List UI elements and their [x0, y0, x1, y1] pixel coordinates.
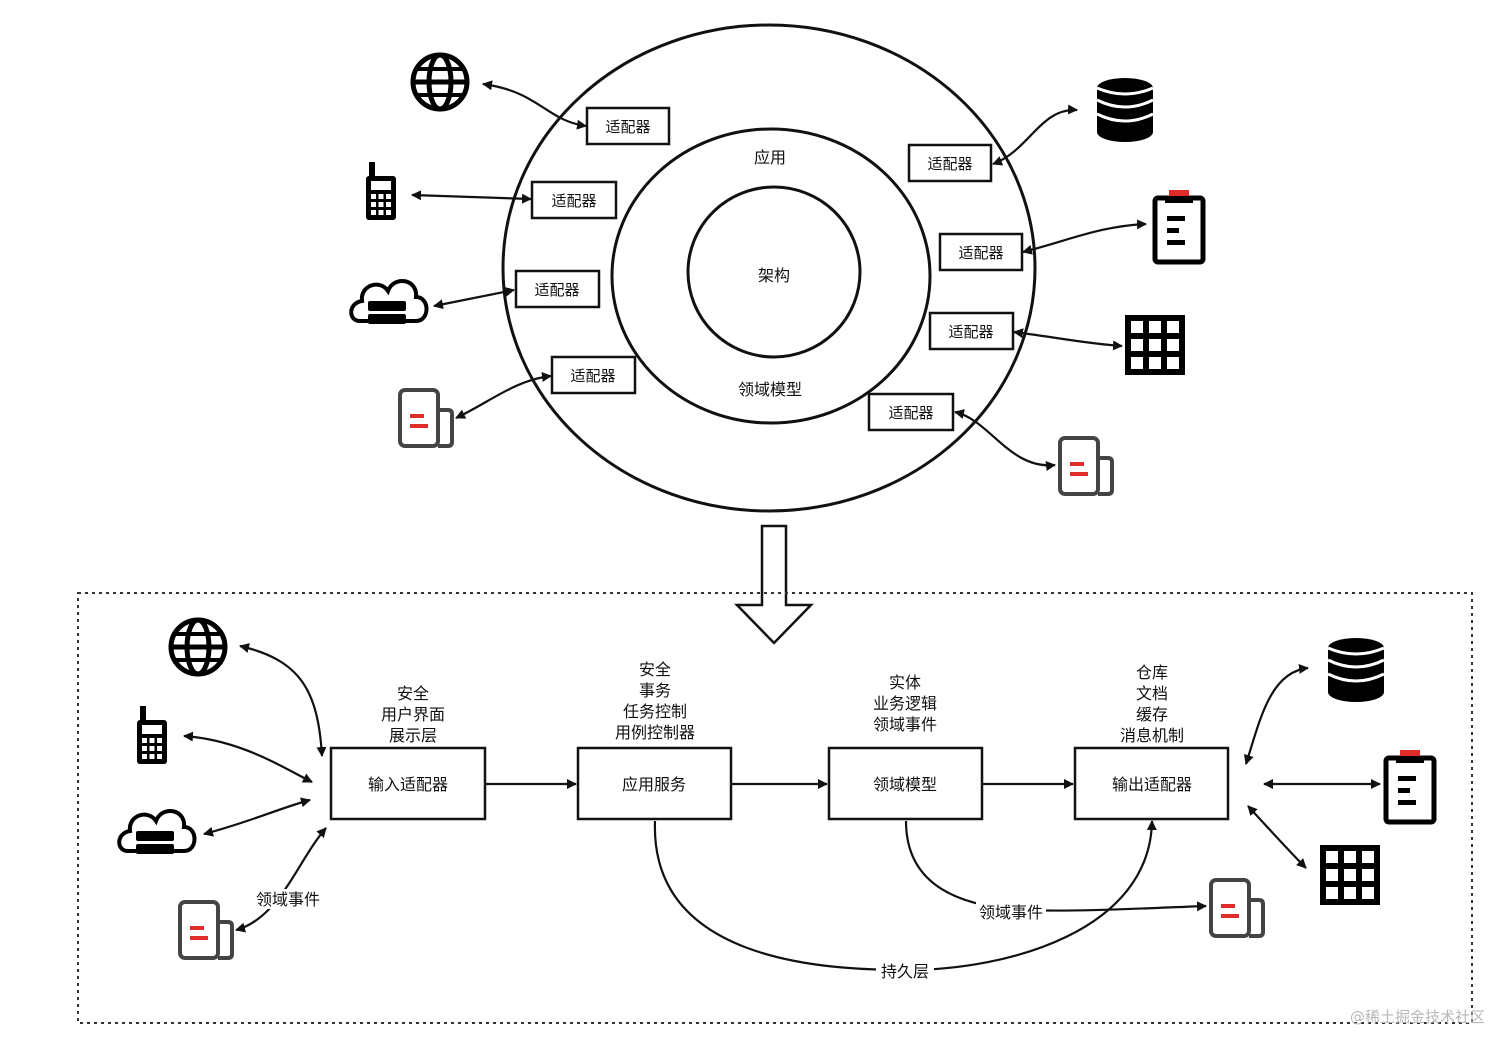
- adapter-label: 适配器: [958, 244, 1003, 262]
- adapter-box-left-1: 适配器: [585, 106, 671, 146]
- outer-adapter-ring: [501, 23, 1037, 513]
- svg-text:消息机制: 消息机制: [1120, 726, 1184, 745]
- stage-3-notes: 实体 业务逻辑 领域事件: [873, 673, 937, 734]
- svg-text:用户界面: 用户界面: [381, 705, 445, 724]
- clipboard-icon: [1155, 190, 1203, 262]
- svg-text:展示层: 展示层: [389, 726, 437, 745]
- adapter-label: 适配器: [534, 281, 579, 299]
- mobile-phone-icon: [137, 706, 167, 764]
- watermark: @稀土掘金技术社区: [1350, 1008, 1485, 1026]
- stage-4-notes: 仓库 文档 缓存 消息机制: [1120, 663, 1184, 745]
- transform-down-arrow: [734, 524, 814, 645]
- adapter-label: 适配器: [888, 404, 933, 422]
- grid-icon: [1320, 845, 1380, 905]
- top-connectors: [411, 80, 1147, 471]
- domain-model-label: 领域模型: [738, 380, 802, 399]
- input-connectors: [183, 643, 327, 933]
- output-adapter-box: 输出适配器: [1073, 746, 1230, 821]
- adapter-box-right-1: 适配器: [907, 143, 993, 183]
- svg-text:仓库: 仓库: [1136, 663, 1168, 682]
- globe-icon: [413, 55, 467, 109]
- svg-text:输入适配器: 输入适配器: [368, 775, 448, 794]
- cloud-server-icon: [117, 808, 197, 856]
- svg-text:输出适配器: 输出适配器: [1112, 775, 1192, 794]
- domain-core: [686, 185, 862, 359]
- onion-architecture: 应用 架构 领域模型 适配器 适配器 适配器 适配器 适配器 适配器: [349, 23, 1203, 513]
- svg-text:应用服务: 应用服务: [622, 775, 686, 794]
- middle-domain-event-label: 领域事件: [976, 902, 1046, 922]
- svg-text:任务控制: 任务控制: [623, 702, 687, 721]
- adapter-label: 适配器: [948, 323, 993, 341]
- message-device-icon: [398, 388, 454, 448]
- application-service-box: 应用服务: [576, 746, 733, 821]
- adapter-label: 适配器: [570, 367, 615, 385]
- application-ring: [610, 127, 932, 425]
- svg-text:持久层: 持久层: [881, 962, 929, 981]
- adapter-box-left-3: 适配器: [514, 269, 601, 309]
- adapter-box-right-3: 适配器: [928, 311, 1015, 351]
- svg-text:事务: 事务: [639, 681, 671, 700]
- domain-model-box: 领域模型: [827, 746, 984, 821]
- core-label: 架构: [758, 266, 790, 285]
- svg-text:安全: 安全: [639, 660, 671, 679]
- svg-text:领域事件: 领域事件: [979, 903, 1043, 922]
- stage-2-notes: 安全 事务 任务控制 用例控制器: [615, 660, 695, 742]
- svg-text:安全: 安全: [397, 684, 429, 703]
- grid-icon: [1125, 315, 1185, 375]
- layered-view-frame: [77, 592, 1473, 1024]
- svg-text:实体: 实体: [889, 673, 921, 692]
- persistence-label: 持久层: [876, 961, 934, 981]
- adapter-box-right-4: 适配器: [867, 392, 955, 432]
- svg-text:缓存: 缓存: [1136, 705, 1168, 724]
- message-device-icon: [1209, 878, 1265, 938]
- svg-text:文档: 文档: [1136, 684, 1168, 703]
- adapter-box-right-2: 适配器: [938, 232, 1024, 272]
- adapter-label: 适配器: [927, 155, 972, 173]
- svg-text:业务逻辑: 业务逻辑: [873, 694, 937, 713]
- left-domain-event-label: 领域事件: [252, 889, 324, 909]
- mobile-phone-icon: [366, 162, 396, 220]
- database-icon: [1095, 76, 1155, 144]
- adapter-label: 适配器: [551, 192, 596, 210]
- adapter-box-left-2: 适配器: [530, 180, 618, 220]
- svg-text:用例控制器: 用例控制器: [615, 723, 695, 742]
- globe-icon: [171, 620, 225, 674]
- svg-text:领域事件: 领域事件: [873, 715, 937, 734]
- svg-text:领域事件: 领域事件: [256, 890, 320, 909]
- database-icon: [1326, 636, 1386, 704]
- input-adapter-box: 输入适配器: [329, 746, 487, 821]
- adapter-label: 适配器: [605, 118, 650, 136]
- output-connectors: [1243, 663, 1381, 869]
- message-device-icon: [1058, 436, 1114, 496]
- adapter-box-left-4: 适配器: [550, 355, 637, 395]
- middle-ring-label: 应用: [754, 148, 786, 167]
- clipboard-icon: [1386, 750, 1434, 822]
- persistence-and-event-curves: [653, 820, 1207, 972]
- message-device-icon: [178, 900, 234, 960]
- svg-text:领域模型: 领域模型: [873, 775, 937, 794]
- cloud-server-icon: [349, 278, 429, 326]
- stage-1-notes: 安全 用户界面 展示层: [381, 684, 445, 745]
